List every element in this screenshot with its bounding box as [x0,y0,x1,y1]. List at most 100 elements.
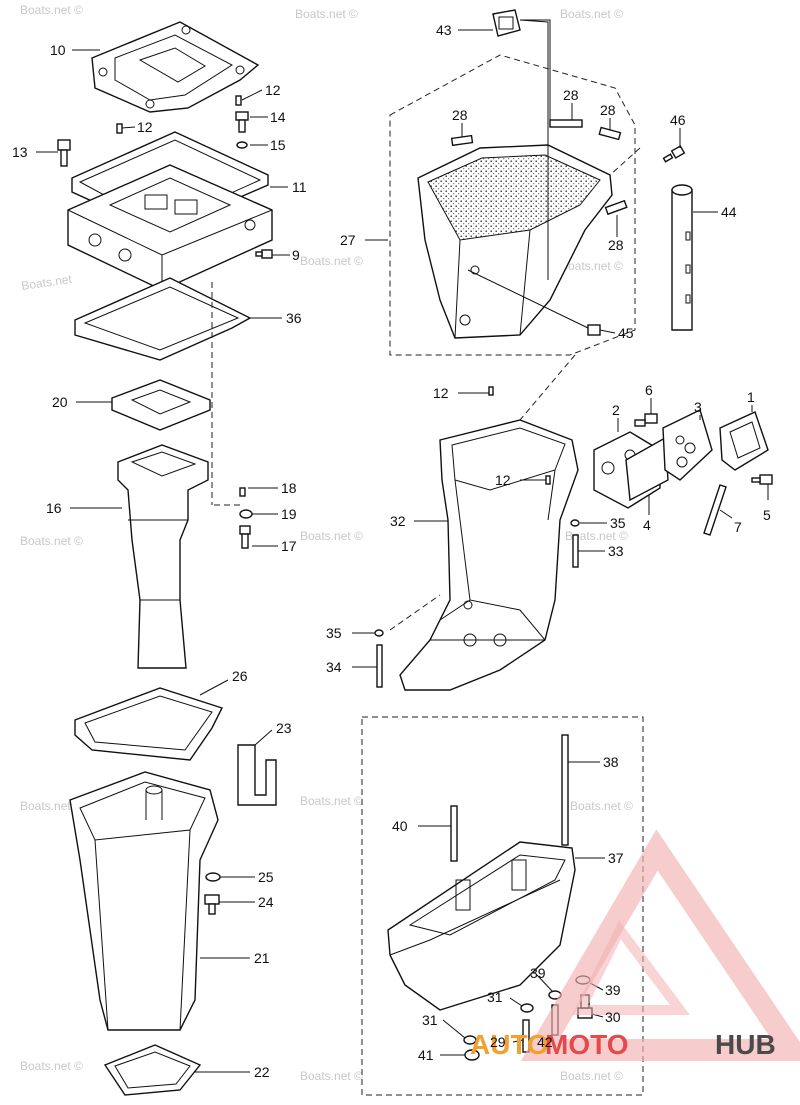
watermark: Boats.net © [20,799,83,813]
part-28-pad [549,119,583,128]
part-25-washer [205,872,221,882]
callout-4: 4 [643,517,651,533]
part-12-pin [545,475,551,485]
part-46-screw [662,145,686,163]
part-15-washer [236,141,248,149]
part-20-plate [111,379,211,431]
group-extension-boundary [361,716,644,1096]
callout-30: 30 [605,1009,621,1025]
part-34-stud [376,644,383,688]
callout-35: 35 [326,625,342,641]
watermarks: Boats.net © Boats.net © Boats.net © Boat… [20,3,633,1083]
part-37-extension [387,841,576,1011]
callout-39: 39 [605,982,621,998]
guide-lines [211,147,641,631]
callout-40: 40 [392,818,408,834]
watermark: Boats.net © [560,259,623,273]
callout-19: 19 [281,506,297,522]
part-4-cover [625,436,669,502]
watermark: Boats.net © [20,1059,83,1073]
part-5-screw [751,474,773,485]
part-6-screw [634,413,658,427]
part-23-bracket [237,744,277,806]
watermark: Boats.net © [300,794,363,808]
part-1-bracket [719,411,769,471]
part-22-gasket [103,1044,202,1096]
callout-28: 28 [600,102,616,118]
part-3-plate [662,409,713,481]
callout-27: 27 [340,232,356,248]
part-19-washer [239,509,253,519]
part-29-stud [522,1019,530,1053]
part-32-lower-case [399,419,579,691]
part-44-tube [671,184,693,331]
watermark: Boats.net © [565,529,628,543]
callout-46: 46 [670,112,686,128]
callout-42: 42 [537,1034,553,1050]
callout-18: 18 [281,480,297,496]
callout-38: 38 [603,754,619,770]
part-21-casing [69,771,219,1031]
callout-10: 10 [50,42,66,58]
brand-logo: AUTO MOTO HUB [470,829,800,1061]
callout-28: 28 [608,237,624,253]
part-9-bolt [255,249,273,259]
callout-36: 36 [286,310,302,326]
callout-21: 21 [254,950,270,966]
watermark: Boats.net © [20,534,83,548]
callout-15: 15 [270,137,286,153]
callout-28: 28 [452,107,468,123]
callout-5: 5 [763,507,771,523]
part-16-pipe [117,444,209,669]
part-28-pad [604,199,628,216]
part-40-stud [450,805,458,862]
callout-37: 37 [608,850,624,866]
callout-2: 2 [612,402,620,418]
part-26-gasket [74,687,223,761]
callout-43: 43 [436,22,452,38]
callout-3: 3 [694,399,702,415]
callout-20: 20 [52,394,68,410]
part-35-washer [570,519,580,527]
callout-13: 13 [12,144,28,160]
callout-11: 11 [292,179,307,195]
callout-39: 39 [530,965,546,981]
callout-12: 12 [265,82,281,98]
part-31-washer [520,1003,534,1013]
brand-triangle-inner-icon [571,920,690,1015]
callout-labels: 10 12 12 14 13 15 11 9 36 20 18 19 16 17… [12,22,771,1080]
part-28-pad [450,134,474,147]
callout-16: 16 [46,500,62,516]
watermark: Boats.net [20,272,73,293]
callout-1: 1 [747,389,755,405]
part-24-bolt [204,894,220,915]
part-38-stud [561,734,569,846]
part-10-plate [91,21,260,113]
watermark: Boats.net © [560,7,623,21]
part-9-block [67,164,273,291]
brand-text-moto: MOTO [545,1029,628,1060]
watermark: Boats.net © [295,7,358,21]
callout-12: 12 [495,472,511,488]
watermark: Boats.net © [570,799,633,813]
part-43-grommet [492,9,521,37]
callout-41: 41 [418,1047,434,1063]
watermark: Boats.net © [300,1069,363,1083]
leader-lines [36,19,769,1073]
callout-29: 29 [490,1034,506,1050]
callout-44: 44 [721,204,737,220]
brand-text-auto: AUTO [470,1029,549,1060]
part-12-pin [116,123,123,134]
part-18-pin [239,487,246,497]
callout-12: 12 [137,119,153,135]
part-28-pad [598,126,622,141]
callout-32: 32 [390,513,406,529]
part-36-gasket [74,277,252,361]
callout-25: 25 [258,869,274,885]
callout-22: 22 [254,1064,270,1080]
callout-9: 9 [292,247,300,263]
callout-14: 14 [270,109,286,125]
callout-34: 34 [326,659,342,675]
callout-28: 28 [563,87,579,103]
